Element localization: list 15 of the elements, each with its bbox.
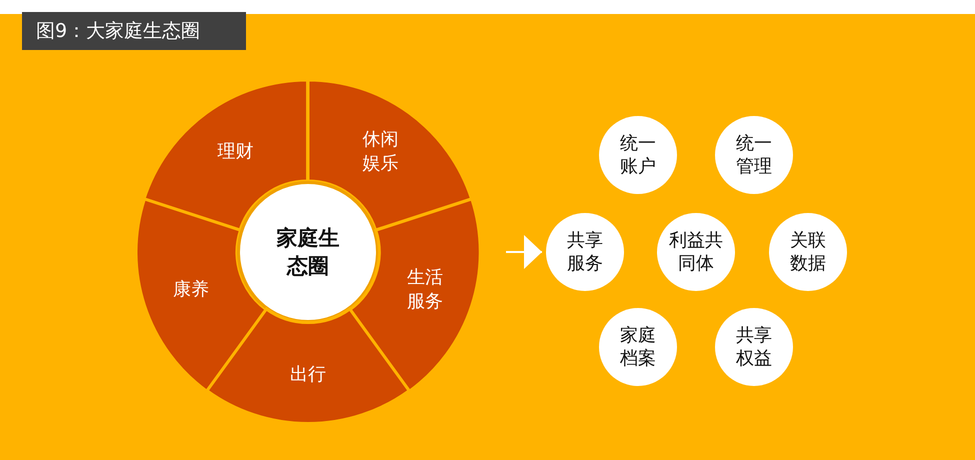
chevron-arrow <box>506 235 542 269</box>
segment-label: 出行 <box>288 362 327 387</box>
circle-label: 统一账户 <box>619 132 657 178</box>
center-label: 家庭生态圈 <box>276 225 340 280</box>
circle-label: 统一管理 <box>735 132 773 178</box>
circle-label: 共享权益 <box>735 324 773 370</box>
segment-label: 休闲娱乐 <box>361 128 400 176</box>
circle-label: 利益共同体 <box>668 229 724 275</box>
circle-label: 共享服务 <box>566 229 604 275</box>
segment-label: 生活服务 <box>406 266 444 314</box>
circle-label: 关联数据 <box>789 229 827 275</box>
segment-label: 理财 <box>216 140 255 164</box>
circle-label: 家庭档案 <box>619 324 657 370</box>
segment-label: 康养 <box>172 278 210 302</box>
figure-title: 图9：大家庭生态圈 <box>22 12 246 50</box>
